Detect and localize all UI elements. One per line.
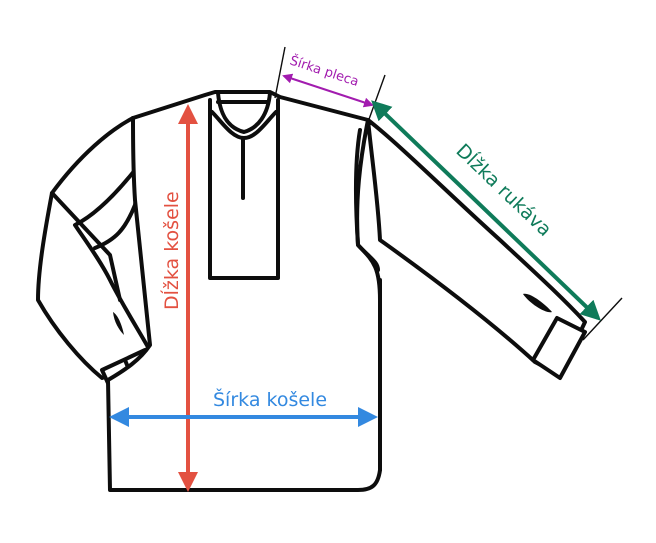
collar [216, 91, 272, 134]
left-placket [113, 312, 124, 335]
shoulder-guide-left [274, 46, 286, 99]
shoulder-guide-right [367, 74, 386, 123]
left-sleeve-fold [50, 191, 122, 302]
sleeve-guide-end [582, 297, 623, 341]
shoulder-width-arrow [282, 73, 374, 108]
shirt-width-label: Šírka košele [213, 387, 327, 411]
sleeve-length-arrow [371, 100, 601, 321]
shirt-length-label: Dĺžka košele [160, 191, 183, 310]
shoulder-width-label: Šírka pleca [288, 53, 361, 90]
front-placket [208, 98, 280, 280]
right-cuff [531, 316, 587, 380]
shirt-illustration [36, 90, 587, 492]
